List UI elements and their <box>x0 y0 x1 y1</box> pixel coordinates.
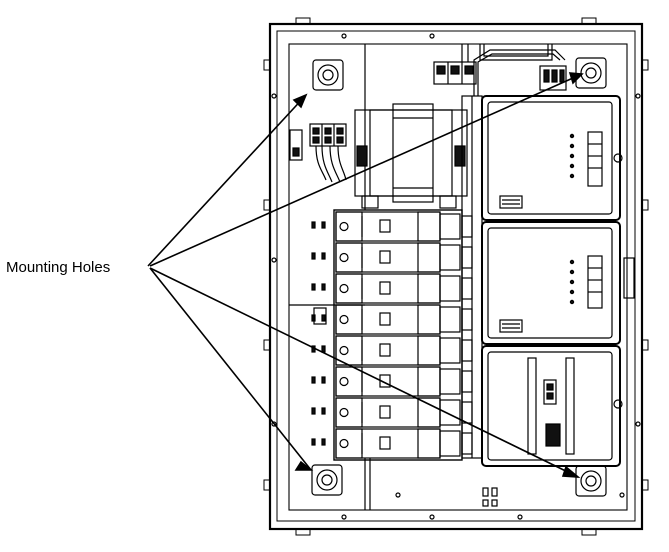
control-module-3 <box>481 345 623 467</box>
arrowhead-bottom-right <box>561 465 581 478</box>
arrow-line-bottom-right <box>149 267 579 478</box>
mounting-hole-top-right <box>575 57 607 89</box>
circuit-breaker <box>311 428 473 459</box>
arrow-line-top-right <box>149 73 583 267</box>
circuit-breaker <box>311 273 473 304</box>
circuit-breaker <box>311 242 473 273</box>
terminal-strip-top <box>433 44 567 96</box>
transformer <box>354 103 468 209</box>
callout-arrows <box>147 72 584 478</box>
backplate <box>288 43 628 511</box>
circuit-breaker <box>311 366 473 397</box>
circuit-breaker <box>311 304 473 335</box>
circuit-breaker-bank <box>311 209 473 461</box>
mounting-hole-top-left <box>312 59 344 91</box>
arrow-line-bottom-left <box>149 267 312 471</box>
arrow-line-top-left <box>147 94 307 267</box>
control-module-1 <box>481 95 623 221</box>
circuit-breaker <box>311 211 473 242</box>
ground-terminals <box>395 487 625 507</box>
enclosure-frame <box>263 17 649 536</box>
circuit-breaker <box>311 397 473 428</box>
arrowhead-top-right <box>568 72 584 85</box>
terminal-block-left <box>289 123 347 183</box>
mounting-hole-bottom-left <box>311 464 343 496</box>
mounting-holes-label: Mounting Holes <box>6 259 111 276</box>
arrowhead-bottom-left <box>294 460 314 471</box>
fuse-holder <box>313 307 327 325</box>
mounting-hole-bottom-right <box>575 465 607 497</box>
circuit-breaker <box>311 335 473 366</box>
arrowhead-top-left <box>292 93 308 109</box>
control-module-2 <box>481 221 635 345</box>
